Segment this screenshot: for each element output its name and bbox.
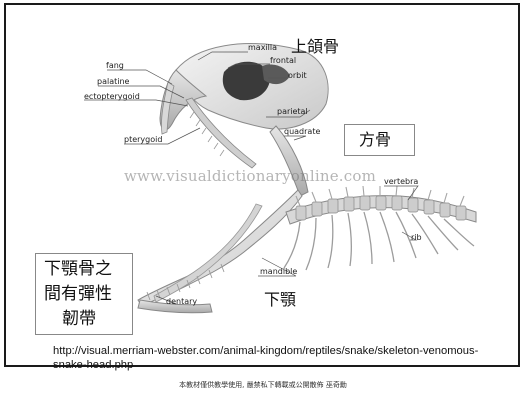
quadrate-chinese-label: 方骨 xyxy=(359,132,391,148)
label-parietal: parietal xyxy=(277,108,308,116)
watermark-text: www.visualdictionaryonline.com xyxy=(124,167,376,185)
footer-note: 本教材僅供教學使用, 嚴禁私下轉載或公開散佈 巫奇勳 xyxy=(0,380,526,390)
label-maxilla: maxilla xyxy=(248,44,277,52)
ligament-note-line2: 間有彈性 xyxy=(44,286,112,303)
ligament-note-line3: 韌帶 xyxy=(62,311,96,328)
label-orbit: orbit xyxy=(288,72,307,80)
label-vertebra: vertebra xyxy=(384,178,418,186)
label-palatine: palatine xyxy=(97,78,129,86)
mandible-shape xyxy=(138,190,302,306)
label-pterygoid: pterygoid xyxy=(124,136,162,144)
label-quadrate: quadrate xyxy=(284,128,320,136)
label-ectopterygoid: ectopterygoid xyxy=(84,93,140,101)
source-url: http://visual.merriam-webster.com/animal… xyxy=(53,344,503,372)
label-frontal: frontal xyxy=(270,57,296,65)
quadrate-chinese-box: 方骨 xyxy=(344,124,415,156)
quadrate-shape xyxy=(270,126,308,196)
label-fang: fang xyxy=(106,62,124,70)
label-mandible: mandible xyxy=(260,268,297,276)
ligament-note-box: 下顎骨之 間有彈性 韌帶 xyxy=(35,253,133,335)
maxilla-chinese-label: 上頜骨 xyxy=(291,39,339,55)
label-dentary: dentary xyxy=(166,298,197,306)
mandible-chinese-label: 下顎 xyxy=(264,292,296,308)
label-rib: rib xyxy=(411,234,422,242)
ligament-note-line1: 下顎骨之 xyxy=(44,261,112,278)
